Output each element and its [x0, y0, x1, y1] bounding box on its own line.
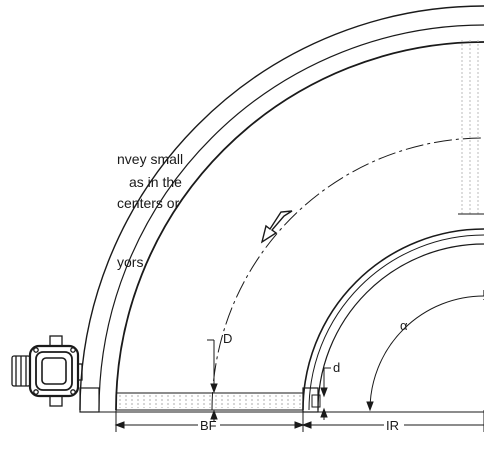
inner-end-plate — [302, 387, 319, 413]
drive-motor-icon — [11, 335, 83, 407]
outer-frame-arc-inner — [98, 24, 484, 411]
dimension-large-diameter — [207, 339, 218, 422]
text-fragment-3: centers or — [117, 195, 180, 211]
centerline-arc — [211, 137, 484, 411]
label-alpha: α — [400, 318, 408, 333]
text-fragment-2: as in the — [129, 174, 182, 190]
inner-frame-arc-1 — [308, 234, 484, 411]
label-bf: BF — [200, 418, 217, 433]
roller-strip — [115, 392, 304, 411]
label-large-d: D — [223, 331, 232, 346]
text-fragment-1: nvey small — [117, 151, 184, 167]
text-fragment-4: yors — [117, 254, 144, 270]
inner-frame-arc-2 — [317, 243, 484, 411]
outer-end-plate — [79, 387, 100, 413]
dimension-ir — [301, 410, 484, 432]
inner-end-clamp — [311, 394, 321, 408]
dimension-bf — [114, 410, 305, 432]
label-ir: IR — [386, 418, 399, 433]
dimension-angle — [366, 295, 484, 412]
inner-belt-edge-arc — [302, 228, 484, 411]
curved-arrow-icon — [260, 210, 293, 244]
dimension-small-diameter — [320, 367, 331, 420]
roller-strip-right — [458, 40, 484, 215]
label-small-d: d — [333, 360, 340, 375]
outer-belt-edge-arc — [115, 41, 484, 411]
outer-frame-arc-outer — [79, 5, 484, 411]
